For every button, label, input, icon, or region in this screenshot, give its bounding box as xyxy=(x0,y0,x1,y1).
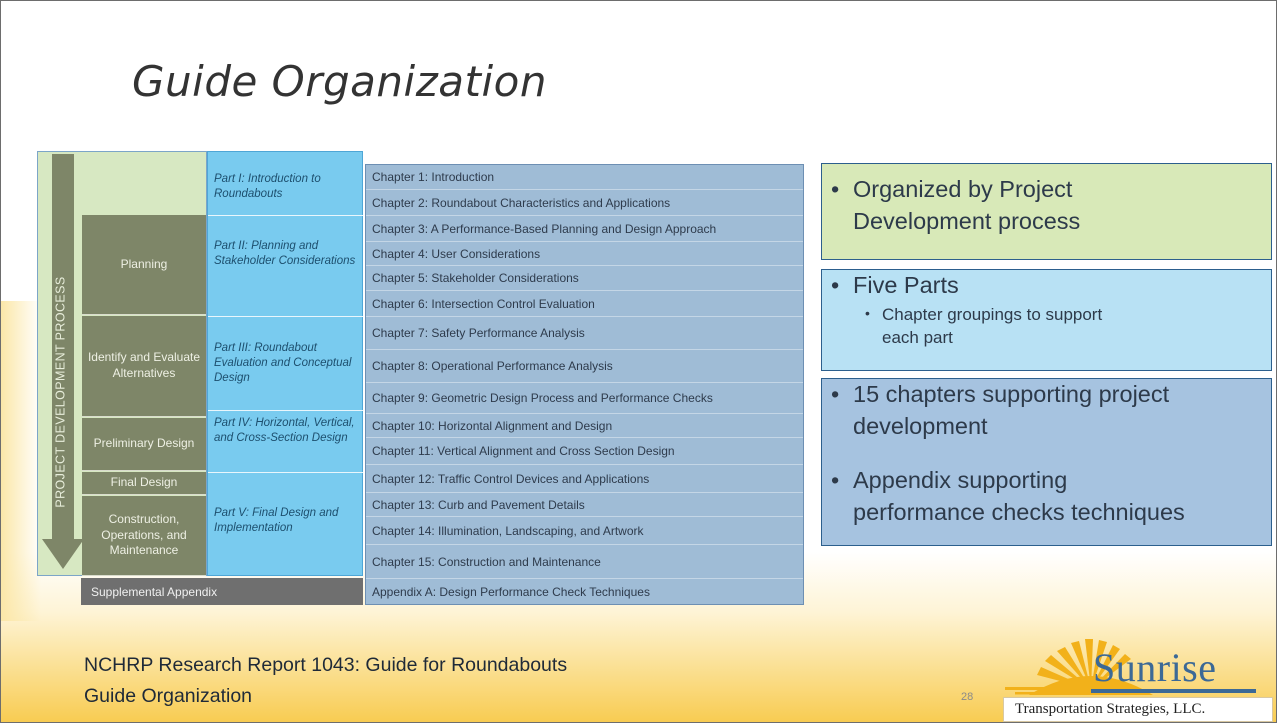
chapter-item: Chapter 15: Construction and Maintenance xyxy=(366,545,803,579)
chapter-item: Chapter 5: Stakeholder Considerations xyxy=(366,266,803,291)
footer-report-title: NCHRP Research Report 1043: Guide for Ro… xyxy=(84,654,568,676)
chapter-item: Chapter 13: Curb and Pavement Details xyxy=(366,493,803,517)
phase-planning: Planning xyxy=(82,215,206,315)
chapter-item: Chapter 12: Traffic Control Devices and … xyxy=(366,465,803,493)
logo-tagline-box: Transportation Strategies, LLC. xyxy=(1003,697,1273,722)
bullet-box-chapters: • 15 chapters supporting project develop… xyxy=(821,378,1272,546)
chapter-item: Chapter 8: Operational Performance Analy… xyxy=(366,350,803,383)
part-4: Part IV: Horizontal, Vertical, and Cross… xyxy=(214,417,355,445)
slide-title: Guide Organization xyxy=(132,57,547,106)
logo-rule xyxy=(1091,689,1256,693)
part-1: Part I: Introduction to Roundabouts xyxy=(214,173,321,201)
chapter-item: Chapter 14: Illumination, Landscaping, a… xyxy=(366,517,803,545)
bullet-dot-icon: • xyxy=(865,305,870,321)
bullet-item: • Five Parts xyxy=(831,270,959,302)
phase-preliminary-design: Preliminary Design xyxy=(82,418,206,471)
part-divider xyxy=(208,472,363,473)
parts-column: Part I: Introduction to Roundabouts Part… xyxy=(207,151,363,576)
sidebar-glow xyxy=(1,301,41,621)
down-arrow-icon xyxy=(42,154,84,569)
part-5: Part V: Final Design and Implementation xyxy=(214,507,339,535)
chapter-item: Chapter 3: A Performance-Based Planning … xyxy=(366,216,803,242)
bullet-box-five-parts: • Five Parts • Chapter groupings to supp… xyxy=(821,269,1272,371)
bullet-dot-icon: • xyxy=(831,381,840,407)
supplemental-appendix: Supplemental Appendix xyxy=(81,578,363,605)
phase-construction: Construction, Operations, and Maintenanc… xyxy=(82,496,206,576)
bullet-dot-icon: • xyxy=(831,272,840,298)
sub-bullet-item: • Chapter groupings to support each part xyxy=(865,305,1103,347)
part-divider xyxy=(208,410,363,411)
phase-final-design: Final Design xyxy=(82,472,206,495)
chapter-item: Chapter 6: Intersection Control Evaluati… xyxy=(366,291,803,317)
chapter-item: Chapter 10: Horizontal Alignment and Des… xyxy=(366,414,803,438)
bullet-item: • 15 chapters supporting project develop… xyxy=(831,381,1170,439)
logo-wordmark: Sunrise xyxy=(1093,645,1217,690)
chapter-item: Chapter 9: Geometric Design Process and … xyxy=(366,383,803,414)
chapter-item: Chapter 2: Roundabout Characteristics an… xyxy=(366,190,803,216)
logo-tagline: Transportation Strategies, LLC. xyxy=(1015,701,1206,717)
part-2: Part II: Planning and Stakeholder Consid… xyxy=(214,240,356,268)
bullet-item: • Appendix supporting performance checks… xyxy=(831,467,1185,525)
bullet-box-organized: • Organized by Project Development proce… xyxy=(821,163,1272,260)
chapter-item: Chapter 1: Introduction xyxy=(366,165,803,190)
chapter-item: Chapter 11: Vertical Alignment and Cross… xyxy=(366,438,803,465)
chapter-item: Chapter 4: User Considerations xyxy=(366,242,803,266)
chapter-item: Appendix A: Design Performance Check Tec… xyxy=(372,584,650,599)
arrow-label: PROJECT DEVELOPMENT PROCESS xyxy=(54,276,69,508)
footer: NCHRP Research Report 1043: Guide for Ro… xyxy=(84,650,567,712)
sunrise-logo-icon xyxy=(1005,639,1153,695)
bullet-dot-icon: • xyxy=(831,176,840,202)
phase-identify-evaluate: Identify and Evaluate Alternatives xyxy=(82,316,206,417)
part-divider xyxy=(208,215,363,216)
page-number: 28 xyxy=(961,691,974,703)
chapters-column: Chapter 1: Introduction Chapter 2: Round… xyxy=(365,164,804,605)
project-development-panel: PROJECT DEVELOPMENT PROCESS Planning Ide… xyxy=(37,151,207,576)
organization-figure: PROJECT DEVELOPMENT PROCESS Planning Ide… xyxy=(37,151,807,611)
bullet-item: • Organized by Project Development proce… xyxy=(831,176,1081,234)
part-3: Part III: Roundabout Evaluation and Conc… xyxy=(214,342,352,385)
footer-section-title: Guide Organization xyxy=(84,685,253,707)
part-divider xyxy=(208,316,363,317)
bullet-dot-icon: • xyxy=(831,467,840,493)
chapter-item: Chapter 7: Safety Performance Analysis xyxy=(366,317,803,350)
